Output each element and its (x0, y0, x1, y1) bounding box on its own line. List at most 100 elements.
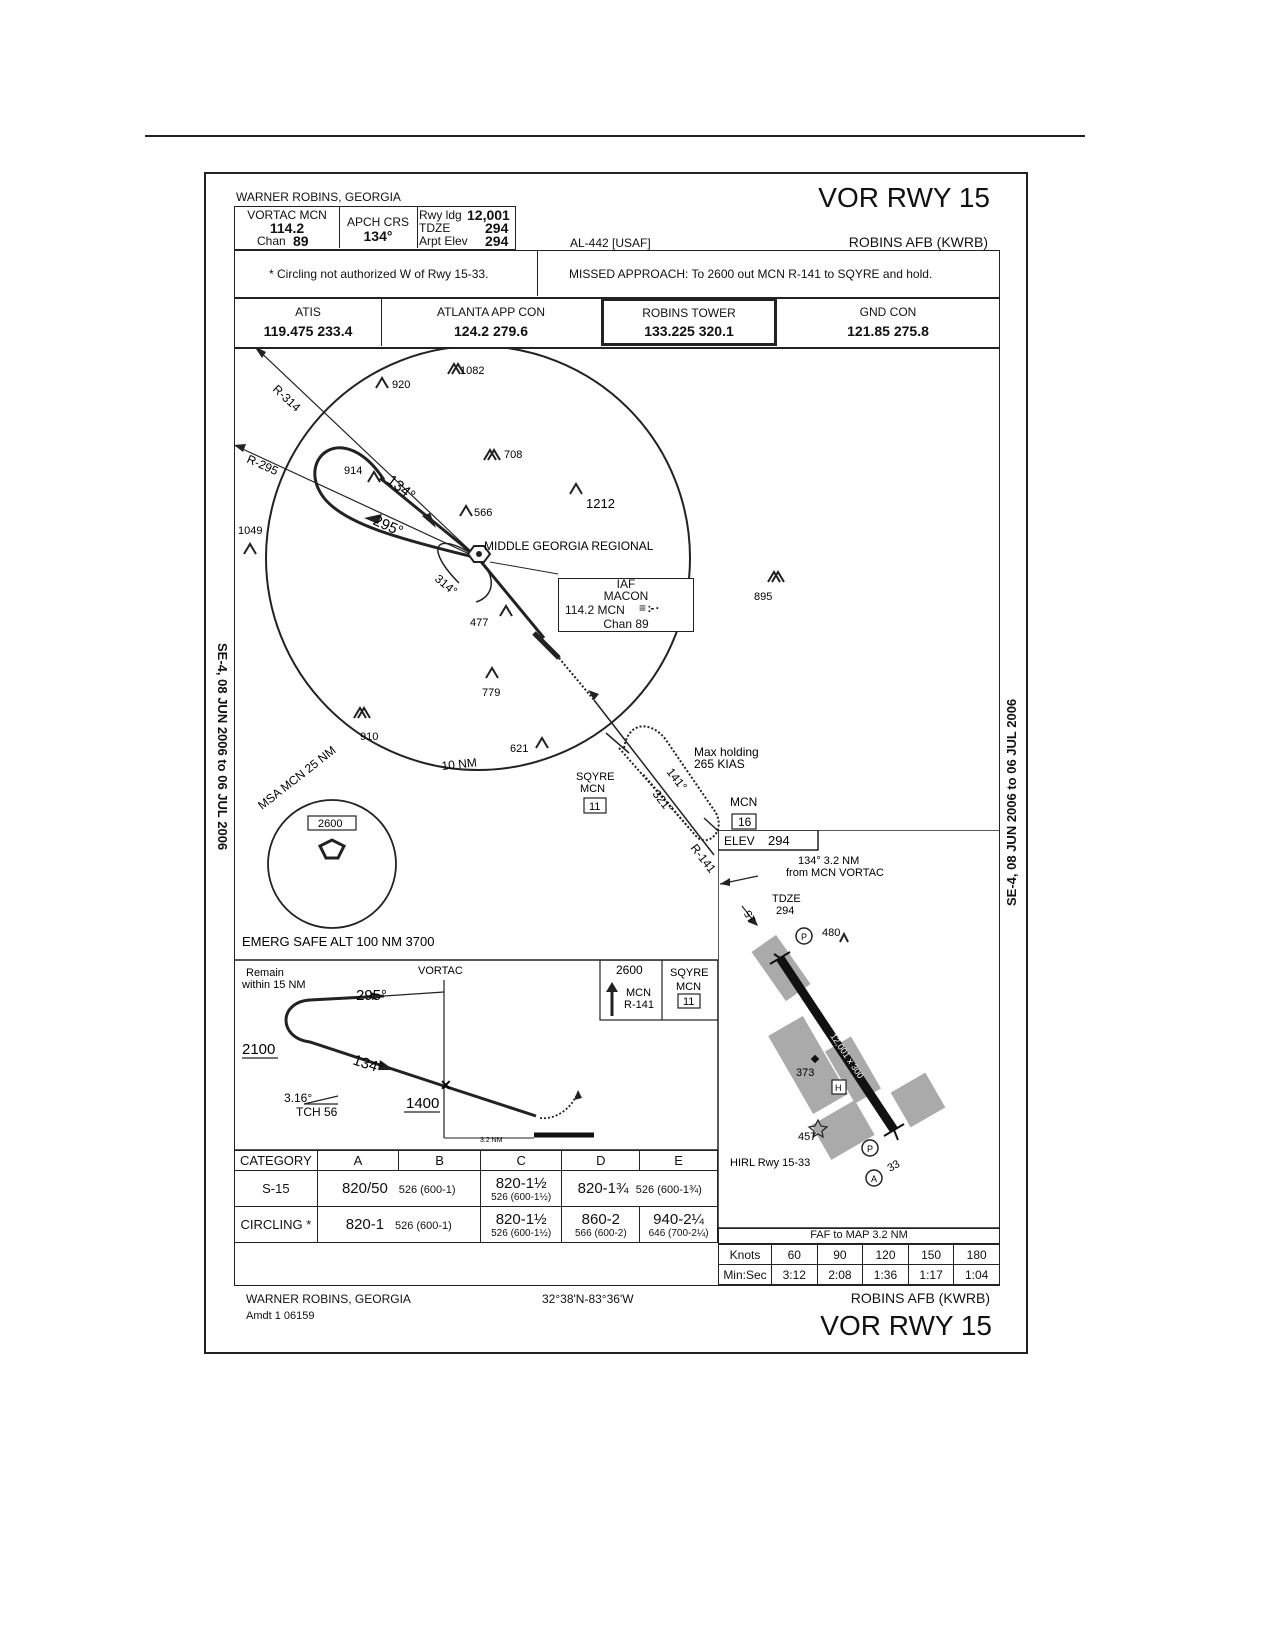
radial-314-label: R-314 (270, 382, 304, 415)
profile-outbound-line (383, 991, 445, 997)
ten-nm-label: 10 NM (441, 755, 478, 773)
timing-knots-90: 90 (816, 1244, 864, 1265)
approach-chart: WARNER ROBINS, GEORGIA VOR RWY 15 VORTAC… (204, 172, 1028, 1354)
vortac-symbol (466, 545, 492, 563)
plan-view: R-314 R-295 R-141 134° 295° 314° 141° 32… (234, 348, 1000, 960)
course-134-label: 134° (384, 472, 419, 505)
radial-314-arrow (255, 348, 266, 358)
comm-freq-ground: 121.85 275.8 (847, 323, 929, 339)
minima-circ-d-main: 860-2 (581, 1210, 621, 1228)
sqyre-hold-inbound (641, 772, 720, 842)
minima-header-c: C (479, 1150, 563, 1171)
obstacle-label-566: 566 (474, 507, 492, 519)
profile-fix-x: ✕ (440, 1077, 452, 1093)
missed-sqyre-dme-box (677, 993, 701, 1009)
footer-coords: 32°38'N-83°36'W (542, 1292, 634, 1306)
rwy-33-label: 33 (886, 1158, 903, 1175)
obstacle-label-910: 910 (360, 731, 378, 743)
sqyre-fix-tick (605, 732, 630, 754)
msa-vortac-icon (317, 838, 347, 860)
minima-s15-c: 820-1½ 526 (600-1½) (479, 1170, 563, 1207)
timing-time-60: 3:12 (771, 1264, 818, 1285)
abn-icon (865, 1169, 883, 1187)
vortac-label: VORTAC MCN (247, 208, 327, 222)
obstacle-566 (459, 504, 473, 517)
obstacle-label-779: 779 (482, 687, 500, 699)
obstacle-914 (367, 470, 381, 483)
climb-arrow-icon (606, 982, 618, 992)
rwy-ldg-label: Rwy ldg (419, 208, 462, 222)
final-course-line (593, 699, 715, 856)
obstacle-label-1082: 1082 (460, 365, 484, 377)
obstacle-457-label: 457 (798, 1131, 816, 1143)
tdze-label: TDZE (419, 221, 451, 235)
timing-knots-label: Knots (718, 1244, 772, 1265)
profile-missed-arrow (574, 1090, 582, 1100)
arpt-elev-label: Arpt Elev (419, 234, 468, 248)
profile-alt-1400: 1400 (406, 1095, 439, 1112)
airport-sketch: 12,001 x 300 P P A H ELEV 294 134° 3.2 N… (718, 830, 1000, 1228)
comm-name-approach: ATLANTA APP CON (436, 305, 546, 319)
glideslope-angle (303, 1095, 339, 1105)
sqyre-hold-outbound (623, 725, 717, 814)
vortac-freq: 114.2 (269, 220, 305, 236)
minima-header-row: CATEGORY A B C D E (234, 1150, 718, 1171)
timing-knots-180: 180 (953, 1244, 1000, 1265)
mcn-dme-box (731, 813, 757, 830)
msa-alt-box (307, 815, 357, 831)
minima-circ-e: 940-2¼ 646 (700-2¼) (639, 1206, 718, 1243)
fix-note-arrow (720, 878, 730, 886)
minima-row-circling: CIRCLING * 820-1 526 (600-1) 820-1½ 526 … (234, 1206, 718, 1243)
obstacle-480-label: 480 (822, 927, 840, 939)
minima-header-category: CATEGORY (234, 1150, 318, 1171)
minima-s15-de-sub: 526 (600-1¾) (635, 1184, 702, 1196)
missed-approach-dashed-1 (558, 657, 595, 701)
notes-box: * Circling not authorized W of Rwy 15-33… (234, 250, 1000, 298)
sqyre-name: SQYRE (576, 771, 615, 783)
comms-box: ATIS 119.475 233.4 ATLANTA APP CON 124.2… (234, 298, 1000, 348)
minima-table: CATEGORY A B C D E S-15 820/50 526 (600-… (234, 1150, 718, 1243)
msa-circle (267, 799, 397, 929)
obstacle-label-1212: 1212 (586, 496, 615, 511)
comm-name-atis: ATIS (295, 305, 321, 319)
timing-time-180: 1:04 (953, 1264, 1000, 1285)
minima-s15-label: S-15 (234, 1170, 318, 1207)
timing-time-90: 2:08 (816, 1264, 864, 1285)
ten-nm-ring (265, 348, 691, 771)
elev-label: ELEV (724, 834, 755, 848)
final-course-arrow (588, 690, 599, 700)
minima-circ-c: 820-1½ 526 (600-1½) (479, 1206, 563, 1243)
profile-134-label: 134° (351, 1052, 386, 1078)
profile-glideslope: 3.16° (284, 1091, 312, 1105)
emerg-safe-alt: EMERG SAFE ALT 100 NM 3700 (242, 934, 434, 949)
course-314-label: 314° (432, 572, 460, 599)
timing-time-150: 1:17 (907, 1264, 955, 1285)
arpt-elev: 294 (485, 233, 509, 249)
sketch-tdze-label: TDZE (772, 893, 801, 905)
missed-approach-icons (599, 960, 718, 1021)
obstacle-label-914: 914 (344, 465, 362, 477)
comm-cell-atis: ATIS 119.475 233.4 (235, 299, 382, 346)
profile-vortac-label: VORTAC (418, 965, 463, 977)
minima-s15-c-sub: 526 (600-1½) (491, 1191, 552, 1203)
rwy-data-cell: Rwy ldg 12,001 TDZE 294 Arpt Elev 294 (417, 207, 515, 249)
runway-15-threshold (769, 951, 791, 965)
missed-mcn: MCN (626, 987, 651, 999)
runway-33-threshold (883, 1123, 905, 1141)
comm-name-tower: ROBINS TOWER (642, 306, 736, 320)
footer-title: VOR RWY 15 (820, 1310, 992, 1341)
footer-location: WARNER ROBINS, GEORGIA (246, 1292, 411, 1306)
timing-knots-60: 60 (771, 1244, 818, 1265)
footer-airport: ROBINS AFB (KWRB) (850, 1290, 990, 1306)
obstacle-920 (375, 376, 389, 389)
tdze-value: 294 (485, 220, 509, 236)
minima-circ-c-sub: 526 (600-1½) (491, 1227, 552, 1239)
mcn-dme: 16 (738, 815, 752, 829)
vortac-chan: 89 (293, 233, 309, 249)
obstacle-477 (499, 604, 513, 617)
procedure-title: VOR RWY 15 (818, 182, 990, 213)
minima-circ-d-sub: 566 (600-2) (574, 1227, 627, 1239)
minima-circ-ab-sub: 526 (600-1) (394, 1220, 452, 1232)
minima-s15-c-main: 820-1½ (495, 1174, 547, 1192)
navaid-data-box: VORTAC MCN 114.2 Chan 89 APCH CRS 134° R… (234, 206, 516, 250)
